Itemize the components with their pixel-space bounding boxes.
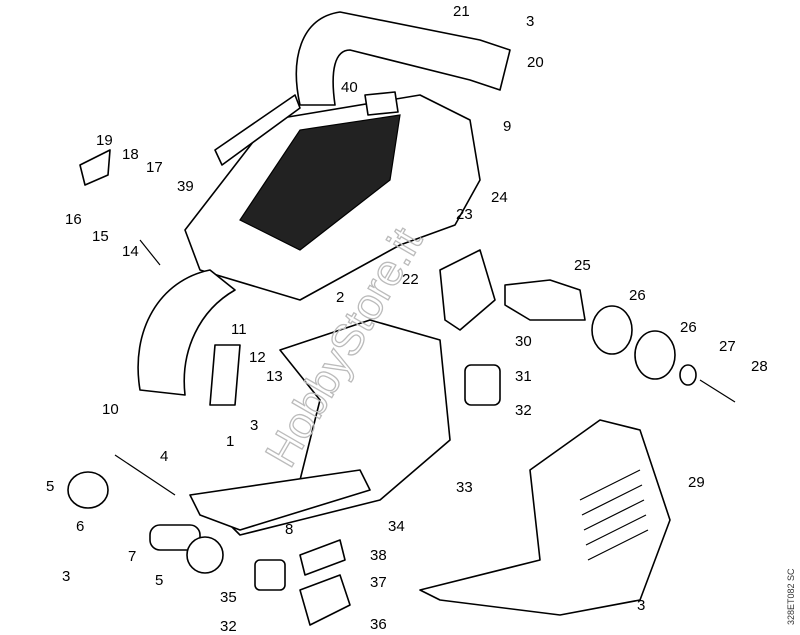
drawing-code: 328ET082 SC (786, 568, 796, 625)
part-label: 20 (527, 54, 544, 71)
part-label: 21 (453, 3, 470, 20)
buffer-26b (634, 330, 676, 380)
part-label: 32 (220, 618, 237, 635)
part-label: 36 (370, 616, 387, 633)
part-label: 4 (160, 448, 168, 465)
part-label: 38 (370, 547, 387, 564)
decal-39 (214, 94, 301, 166)
part-label: 33 (456, 479, 473, 496)
part-label: 1 (226, 433, 234, 450)
bolt-4 (114, 454, 176, 496)
part-label: 3 (526, 13, 534, 30)
part-label: 13 (266, 368, 283, 385)
part-label: 8 (285, 521, 293, 538)
sleeve-25 (504, 279, 586, 321)
part-label: 10 (102, 401, 119, 418)
part-label: 2 (336, 289, 344, 306)
housing-opening (239, 114, 401, 251)
part-label: 5 (46, 478, 54, 495)
cover-vents (579, 469, 649, 561)
part-label: 19 (96, 132, 113, 149)
mount-arm (189, 469, 371, 531)
screw-28 (699, 379, 736, 403)
part-label: 23 (456, 206, 473, 223)
part-label: 32 (515, 402, 532, 419)
part-label: 9 (503, 118, 511, 135)
part-label: 17 (146, 159, 163, 176)
part-label: 15 (92, 228, 109, 245)
bracket-22 (439, 249, 496, 331)
buffer-5b (186, 536, 224, 574)
spring-15 (139, 239, 161, 266)
part-label: 11 (231, 321, 247, 338)
part-label: 16 (65, 211, 82, 228)
part-label: 14 (122, 243, 139, 260)
part-label: 26 (629, 287, 646, 304)
chassis-bracket (219, 319, 451, 536)
buffer-35 (254, 559, 286, 591)
part-label: 31 (515, 368, 532, 385)
part-label: 25 (574, 257, 591, 274)
holder-36 (299, 574, 351, 626)
plate-37 (299, 539, 346, 576)
part-label: 27 (719, 338, 736, 355)
part-label: 39 (177, 178, 194, 195)
part-label: 34 (388, 518, 405, 535)
part-label: 40 (341, 79, 358, 96)
buffer-26a (591, 305, 633, 355)
part-label: 3 (62, 568, 70, 585)
washer-27 (679, 364, 697, 386)
buffer-31 (464, 364, 501, 406)
part-label: 37 (370, 574, 387, 591)
part-label: 24 (491, 189, 508, 206)
part-labels: 21 3 20 40 9 19 18 17 39 24 23 16 15 14 … (46, 3, 768, 635)
part-label: 22 (402, 271, 419, 288)
part-label: 30 (515, 333, 532, 350)
part-label: 12 (249, 349, 266, 366)
sprocket-cover (419, 419, 671, 616)
handle-bar (295, 11, 511, 106)
decal-40 (364, 91, 399, 116)
lever-18 (79, 149, 111, 186)
part-label: 3 (637, 597, 645, 614)
part-label: 5 (155, 572, 163, 589)
part-label: 29 (688, 474, 705, 491)
front-grip (137, 269, 236, 396)
trigger-12 (209, 344, 241, 406)
part-label: 7 (128, 548, 136, 565)
part-label: 28 (751, 358, 768, 375)
part-label: 18 (122, 146, 139, 163)
part-label: 6 (76, 518, 84, 535)
part-label: 3 (250, 417, 258, 434)
part-label: 35 (220, 589, 237, 606)
part-label: 26 (680, 319, 697, 336)
buffer-5a (67, 471, 109, 509)
